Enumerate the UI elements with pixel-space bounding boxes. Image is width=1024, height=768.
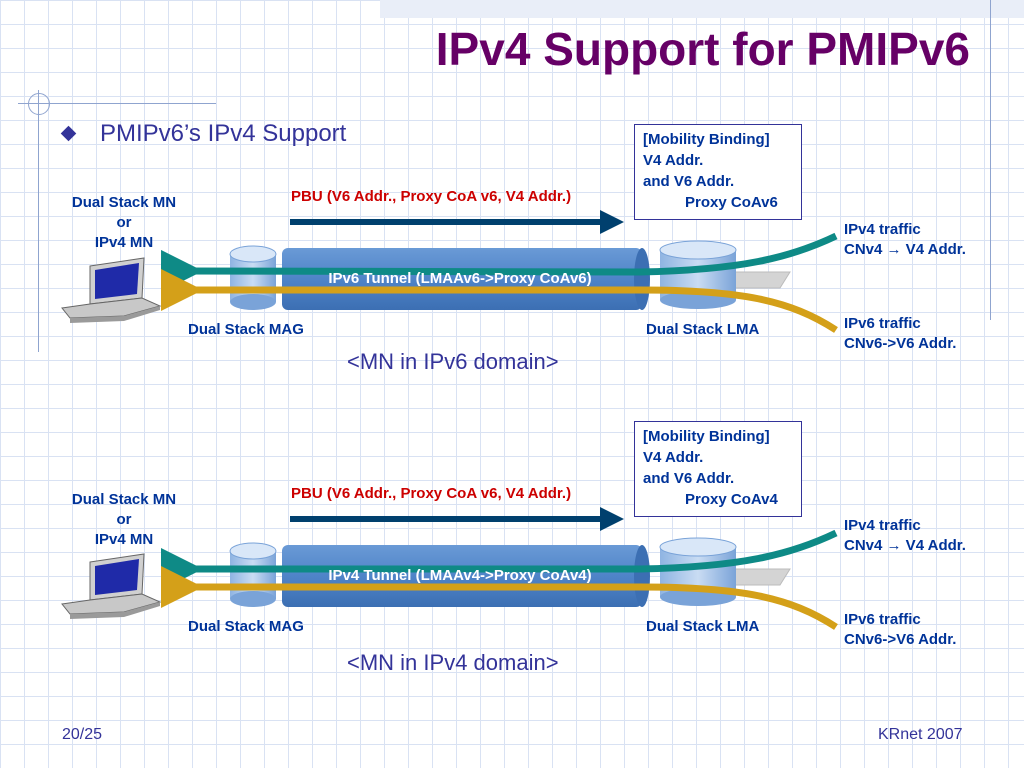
mobility-binding-box: [Mobility Binding] V4 Addr. and V6 Addr.… (634, 124, 802, 220)
ipv6-traffic-flow: CNv6->V6 Addr. (844, 631, 957, 648)
binding-header: [Mobility Binding] (643, 428, 770, 445)
tunnel-label: IPv6 Tunnel (LMAAv6->Proxy CoAv6) (328, 270, 592, 287)
mn-label-line: IPv4 MN (94, 531, 154, 548)
left-horizontal-rule (18, 103, 216, 104)
binding-v6-addr: and V6 Addr. (643, 173, 735, 190)
mn-label-line: or (116, 511, 132, 528)
ipv4-traffic-flow: CNv4 → V4 Addr. (844, 241, 966, 258)
ipv4-traffic-arrow (160, 232, 838, 292)
ipv6-traffic-title: IPv6 traffic (844, 315, 921, 332)
ipv6-traffic-label: IPv6 traffic CNv6->V6 Addr. (844, 610, 956, 650)
mag-cylinder-icon (229, 542, 277, 608)
binding-v6-addr: and V6 Addr. (643, 470, 735, 487)
pbu-label: PBU (V6 Addr., Proxy CoA v6, V4 Addr.) (291, 485, 572, 502)
binding-header: [Mobility Binding] (643, 131, 770, 148)
mag-label: Dual Stack MAG (188, 321, 304, 338)
corner-circle-icon (28, 93, 50, 115)
domain-label: <MN in IPv4 domain> (347, 650, 559, 675)
ipv4-traffic-arrow (161, 529, 838, 590)
laptop-icon (61, 257, 161, 324)
mag-label: Dual Stack MAG (188, 618, 304, 635)
binding-v4-addr: V4 Addr. (643, 449, 704, 466)
ipv4-traffic-title: IPv4 traffic (844, 517, 921, 534)
ipv6-traffic-flow: CNv6->V6 Addr. (844, 335, 957, 352)
bullet-text: PMIPv6’s IPv4 Support (100, 120, 347, 147)
binding-v4-addr: V4 Addr. (643, 152, 704, 169)
mn-label-line: IPv4 MN (94, 234, 154, 251)
tunnel-pipe (282, 545, 642, 607)
mn-label: Dual Stack MN or IPv4 MN (54, 193, 194, 253)
footer-event: KRnet 2007 (878, 726, 963, 743)
page-number: 20/25 (62, 726, 103, 743)
laptop-icon (61, 553, 161, 620)
ipv4-traffic-label: IPv4 traffic CNv4 → V4 Addr. (844, 516, 966, 556)
mn-label-line: Dual Stack MN (71, 491, 177, 508)
top-diagram (61, 209, 838, 333)
mn-label-line: Dual Stack MN (71, 194, 177, 211)
ipv4-traffic-label: IPv4 traffic CNv4 → V4 Addr. (844, 220, 966, 260)
mag-cylinder-icon (229, 245, 277, 311)
domain-label: <MN in IPv6 domain> (347, 349, 559, 374)
left-vertical-rule (38, 90, 39, 352)
binding-proxy-coa: Proxy CoAv6 (685, 194, 778, 211)
ipv4-traffic-flow: CNv4 → V4 Addr. (844, 537, 966, 554)
slide-title: IPv4 Support for PMIPv6 (435, 23, 970, 75)
mn-label-line: or (116, 214, 132, 231)
mobility-binding-box: [Mobility Binding] V4 Addr. and V6 Addr.… (634, 421, 802, 517)
ipv4-traffic-title: IPv4 traffic (844, 221, 921, 238)
ipv6-traffic-arrow (161, 566, 838, 630)
bottom-diagram (61, 506, 838, 630)
tunnel-pipe (282, 248, 642, 310)
ipv6-traffic-arrow (161, 269, 838, 333)
title-band (380, 0, 1024, 18)
ipv6-traffic-title: IPv6 traffic (844, 611, 921, 628)
tunnel-label: IPv4 Tunnel (LMAAv4->Proxy CoAv4) (328, 567, 592, 584)
right-vertical-rule (990, 0, 991, 320)
lma-label: Dual Stack LMA (646, 618, 760, 635)
ipv6-traffic-label: IPv6 traffic CNv6->V6 Addr. (844, 314, 956, 354)
lma-label: Dual Stack LMA (646, 321, 760, 338)
pbu-label: PBU (V6 Addr., Proxy CoA v6, V4 Addr.) (291, 188, 572, 205)
mn-label: Dual Stack MN or IPv4 MN (54, 490, 194, 550)
binding-proxy-coa: Proxy CoAv4 (685, 491, 778, 508)
